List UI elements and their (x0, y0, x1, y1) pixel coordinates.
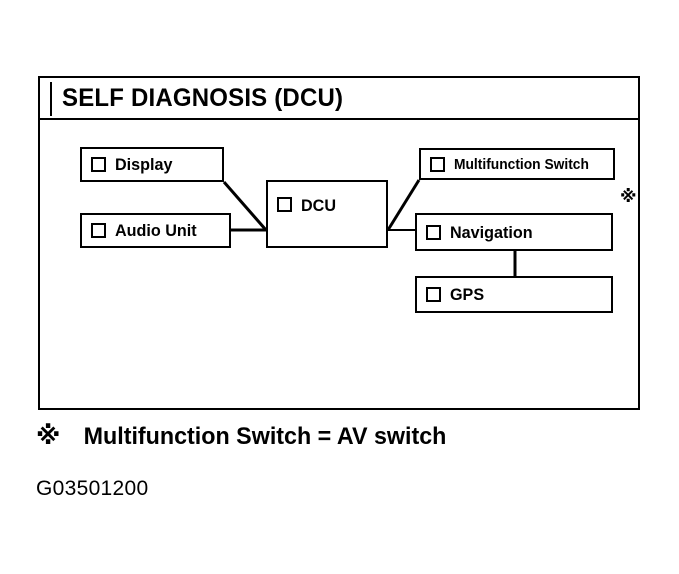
unchecked-checkbox-icon[interactable] (277, 197, 292, 212)
node-label: Audio Unit (115, 221, 197, 240)
diagram-title-bar: SELF DIAGNOSIS (DCU) (40, 78, 638, 120)
unchecked-checkbox-icon[interactable] (91, 157, 106, 172)
node-dcu[interactable]: DCU (266, 180, 388, 248)
diagram-title: SELF DIAGNOSIS (DCU) (62, 84, 344, 112)
figure-code: G03501200 (36, 477, 149, 500)
note-reference-mark: ※ (36, 422, 61, 450)
diagram-frame: SELF DIAGNOSIS (DCU) Display (38, 76, 640, 410)
node-navigation[interactable]: Navigation (415, 213, 613, 251)
unchecked-checkbox-icon[interactable] (430, 156, 445, 172)
figure-caption: ※ Multifunction Switch = AV switch (36, 424, 452, 449)
node-multifunction-switch[interactable]: Multifunction Switch (419, 148, 615, 180)
unchecked-checkbox-icon[interactable] (426, 287, 441, 302)
node-label: DCU (301, 196, 337, 215)
unchecked-checkbox-icon[interactable] (91, 223, 106, 238)
caption-text: Multifunction Switch = AV switch (83, 423, 447, 450)
node-audio-unit[interactable]: Audio Unit (80, 213, 231, 248)
node-gps[interactable]: GPS (415, 276, 613, 313)
note-reference-mark: ※ (620, 187, 637, 206)
node-label: GPS (450, 285, 485, 304)
node-label: Display (115, 155, 173, 174)
node-display[interactable]: Display (80, 147, 224, 182)
node-label: Navigation (450, 222, 533, 242)
unchecked-checkbox-icon[interactable] (426, 224, 441, 240)
node-label: Multifunction Switch (454, 155, 589, 173)
title-left-rule (50, 82, 52, 116)
diagram-canvas: Display Audio Unit DCU Multifunction Swi… (40, 120, 638, 410)
